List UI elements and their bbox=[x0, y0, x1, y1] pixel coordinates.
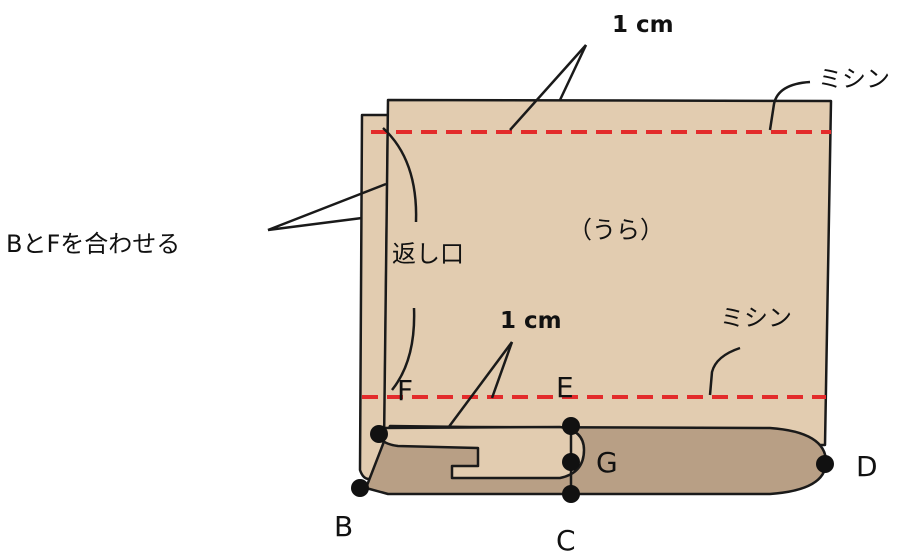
label-turning-opening: 返し口 bbox=[392, 240, 464, 268]
point-f-dot bbox=[370, 425, 388, 443]
point-g-dot bbox=[562, 453, 580, 471]
label-point-b: B bbox=[334, 510, 353, 543]
leader-bottom-cm-right bbox=[490, 341, 514, 399]
label-align-instruction: BとFを合わせる bbox=[6, 230, 180, 258]
opening-bracket-bottom bbox=[391, 307, 416, 391]
fabric-panel bbox=[382, 98, 833, 447]
leader-align-lower bbox=[267, 216, 363, 232]
label-top-stitch: ミシン bbox=[818, 65, 890, 93]
leader-top-cm-right bbox=[558, 44, 588, 101]
label-point-f: F bbox=[397, 374, 413, 407]
label-point-e: E bbox=[556, 371, 574, 404]
point-b-dot bbox=[351, 479, 369, 497]
leader-bottom-stitch bbox=[708, 346, 741, 396]
point-c-dot bbox=[562, 485, 580, 503]
leader-bottom-cm-left bbox=[446, 341, 514, 429]
inner-fold bbox=[378, 425, 586, 480]
label-point-c: C bbox=[556, 524, 576, 555]
opening-bracket-top bbox=[382, 127, 418, 223]
label-point-d: D bbox=[856, 450, 878, 483]
label-bottom-seam-allowance: 1 cm bbox=[500, 308, 562, 334]
label-top-seam-allowance: 1 cm bbox=[612, 12, 674, 38]
label-point-g: G bbox=[596, 446, 618, 479]
leader-top-stitch bbox=[768, 80, 811, 131]
point-e-dot bbox=[562, 417, 580, 435]
label-wrong-side: （うら） bbox=[568, 216, 664, 244]
leader-top-cm-left bbox=[509, 44, 587, 131]
leader-align-upper bbox=[267, 182, 387, 232]
label-bottom-stitch: ミシン bbox=[720, 304, 792, 332]
point-d-dot bbox=[816, 455, 834, 473]
